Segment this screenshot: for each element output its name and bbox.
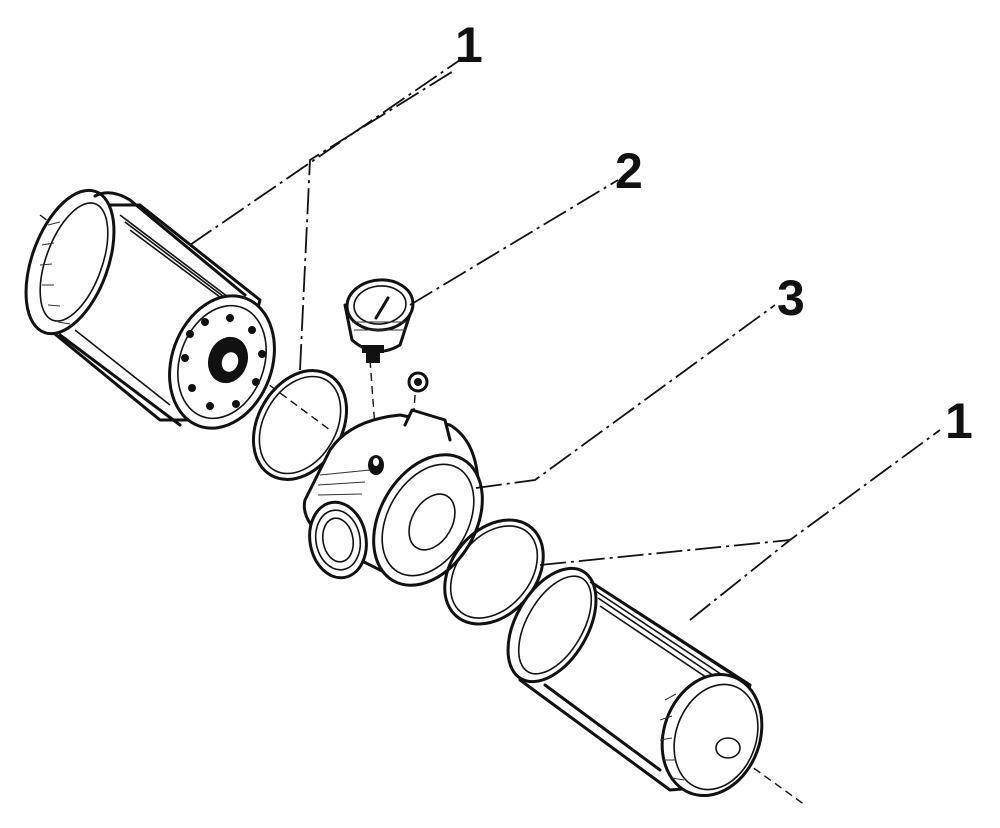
centre-axis-lines [39,214,806,806]
callout-1-right: 1 [945,393,973,449]
plug-screw [407,371,429,393]
leader-lines [189,59,941,621]
pressure-gauge [343,278,415,363]
oil-filter-icon [506,566,764,798]
callout-2: 2 [615,143,643,199]
gauge-icon [343,278,415,363]
filter-cartridge-left [24,188,276,430]
plug-icon [407,371,429,393]
oil-filter-icon [24,188,276,430]
callout-3: 3 [777,270,805,326]
callout-1-top: 1 [455,17,483,73]
filter-cartridge-right [506,566,764,798]
